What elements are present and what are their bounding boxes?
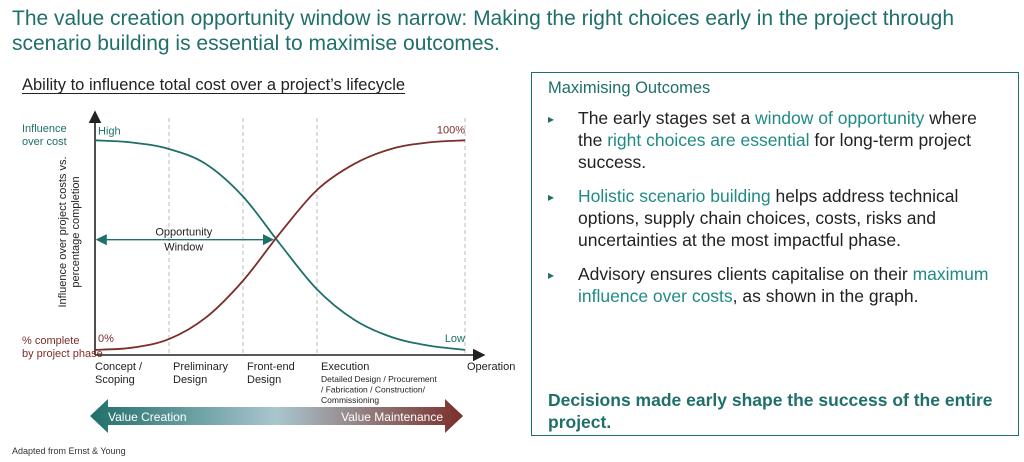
y-axis-label: Influence over project costs vs.percenta… <box>57 156 82 307</box>
outcomes-panel: Maximising Outcomes ▸ The early stages se… <box>531 72 1019 436</box>
series-influence-start-label: High <box>98 125 121 137</box>
point-text: helps address technical options, supply … <box>578 186 959 250</box>
series-influence-line <box>94 139 466 351</box>
point-text: , as shown in the graph. <box>732 286 919 306</box>
series-completion-line <box>94 139 466 351</box>
value-band <box>90 399 463 433</box>
phase-label-2-line2: Design <box>247 374 281 386</box>
conclusion: Decisions made early shape the success o… <box>548 390 993 432</box>
highlight-text: right choices are essential <box>607 130 810 150</box>
series-completion-start-label: 0% <box>98 333 114 345</box>
series-completion-end-label: 100% <box>437 124 465 136</box>
point-text: where the <box>578 108 977 150</box>
outcome-list: ▸ The early stages set a window of opport… <box>546 107 1006 319</box>
bullet-icon: ▸ <box>548 112 555 126</box>
point-text: Advisory ensures clients capitalise on t… <box>578 264 913 284</box>
phase-label-3: Execution <box>321 361 369 373</box>
highlight-text: window of opportunity <box>755 108 925 128</box>
phase-sublabel-3-2: Commissioning <box>321 395 379 405</box>
phase-label-2: Front-end <box>247 361 295 373</box>
opportunity-window-label-line2: Window <box>164 242 203 254</box>
panel-title: Maximising Outcomes <box>548 79 711 97</box>
opportunity-window-label: Opportunity <box>155 227 212 239</box>
end-phase-label: Operation <box>467 361 515 373</box>
bullet-icon: ▸ <box>548 268 555 282</box>
point-text: for long-term project success. <box>578 130 971 172</box>
phase-label-1-line2: Design <box>173 374 207 386</box>
phase-sublabel-3-1: / Fabrication / Construction/ <box>321 385 426 395</box>
phase-sublabel-3-0: Detailed Design / Procurement <box>321 374 437 384</box>
point-text: The early stages set a <box>578 108 756 128</box>
band-left-label: Value Creation <box>108 410 187 424</box>
band-right-label: Value Maintenance <box>341 410 443 424</box>
phase-label-0-line2: Scoping <box>95 374 135 386</box>
highlight-text: Holistic scenario building <box>578 186 771 206</box>
outcome-point-0: ▸ The early stages set a window of opport… <box>546 107 1006 173</box>
chart-title: Ability to influence total cost over a p… <box>22 76 406 94</box>
headline: The value creation opportunity window is… <box>12 7 954 55</box>
phase-label-1: Preliminary <box>173 361 229 373</box>
phase-label-0: Concept / <box>95 361 143 373</box>
outcome-point-2: ▸ Advisory ensures clients capitalise on … <box>546 263 1006 307</box>
source-note: Adapted from Ernst & Young <box>12 446 126 456</box>
bullet-icon: ▸ <box>548 190 555 204</box>
series-influence-end-label: Low <box>445 333 465 345</box>
outcome-point-1: ▸ Holistic scenario building helps addres… <box>546 185 1006 251</box>
highlight-text: maximum influence over costs <box>578 264 989 306</box>
